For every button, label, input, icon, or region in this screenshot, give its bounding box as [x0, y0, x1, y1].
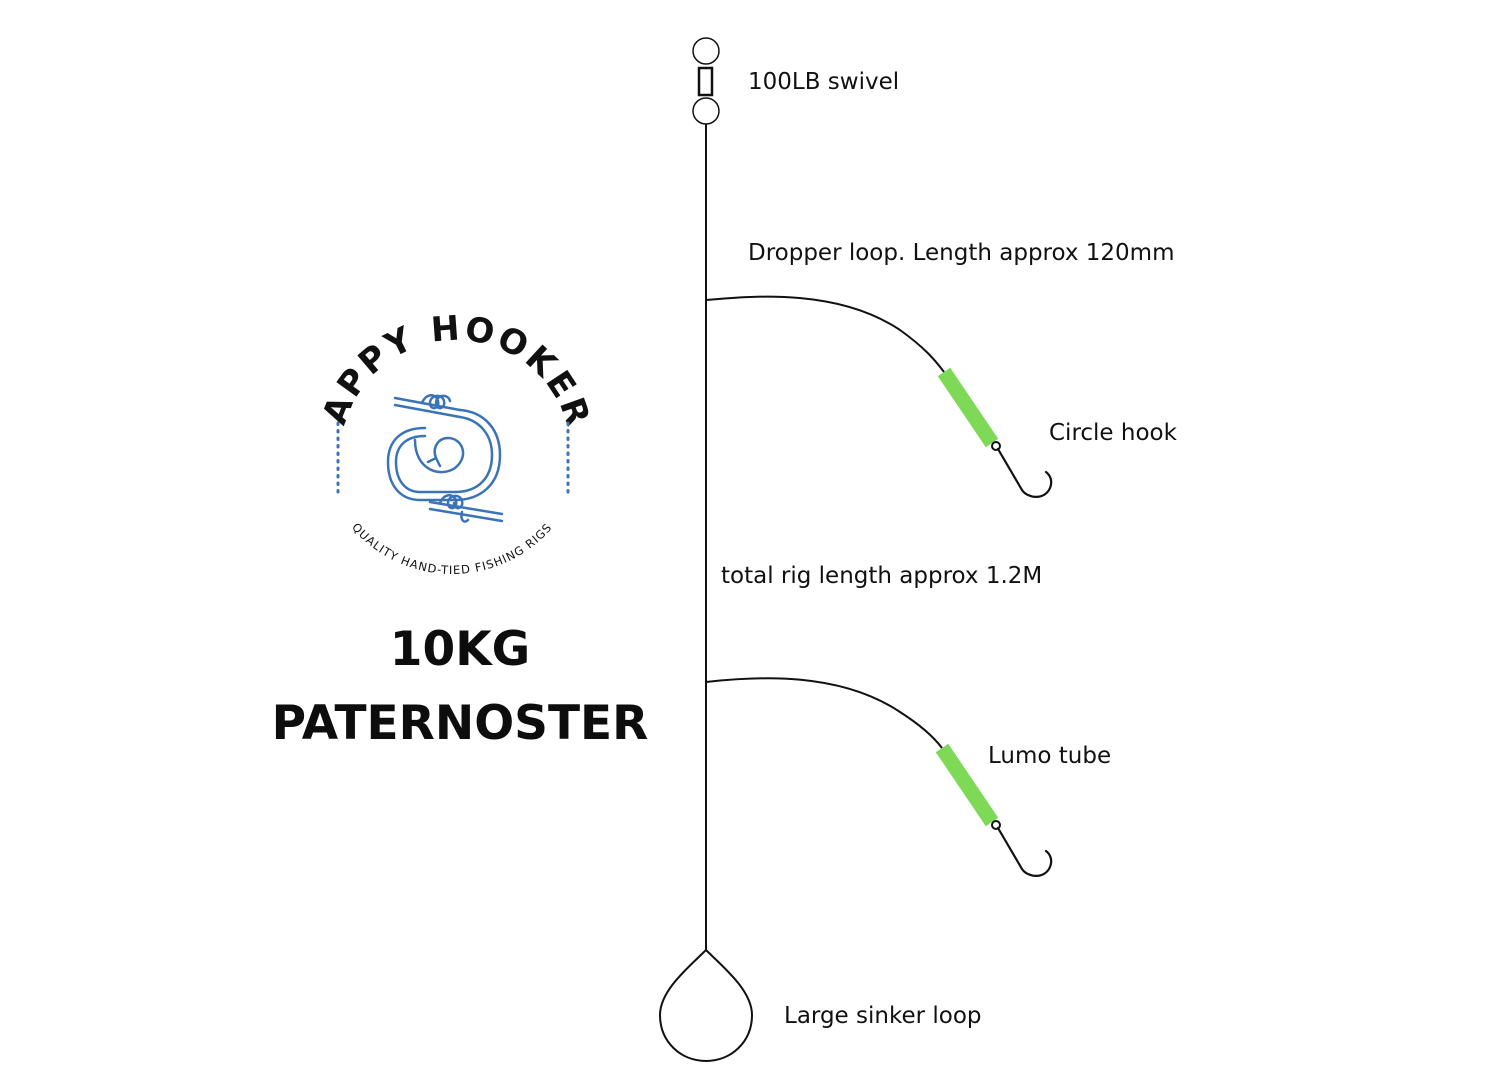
swivel-bottom-ring [692, 97, 720, 125]
lower-lumo-tube [935, 743, 999, 827]
lower-circle-hook-icon [996, 826, 1053, 877]
sinker-loop [658, 948, 754, 1063]
label-circle-hook: Circle hook [1049, 420, 1177, 446]
lower-dropper-line [705, 677, 943, 749]
logo-knot-hook-icon [386, 394, 504, 523]
label-lumo-tube: Lumo tube [988, 743, 1112, 769]
logo-brand-text: HAPPY HOOKERS [0, 0, 598, 433]
label-rig-length: total rig length approx 1.2M [721, 563, 1043, 589]
swivel [692, 37, 720, 125]
upper-circle-hook-icon [996, 447, 1053, 498]
label-dropper-loop: Dropper loop. Length approx 120mm [748, 240, 1175, 266]
happy-hookers-logo: HAPPY HOOKERS QUALITY HAND-TIED FISHING … [0, 0, 598, 577]
swivel-top-ring [692, 37, 720, 65]
logo-tagline-text: QUALITY HAND-TIED FISHING RIGS [349, 520, 555, 577]
upper-dropper-line [705, 295, 945, 373]
upper-lumo-tube [937, 367, 999, 448]
label-sinker-loop: Large sinker loop [784, 1003, 982, 1029]
label-swivel: 100LB swivel [748, 69, 900, 95]
swivel-barrel [697, 66, 714, 97]
title-weight: 10KG [389, 622, 531, 677]
title-rig-type: PATERNOSTER [271, 696, 649, 751]
